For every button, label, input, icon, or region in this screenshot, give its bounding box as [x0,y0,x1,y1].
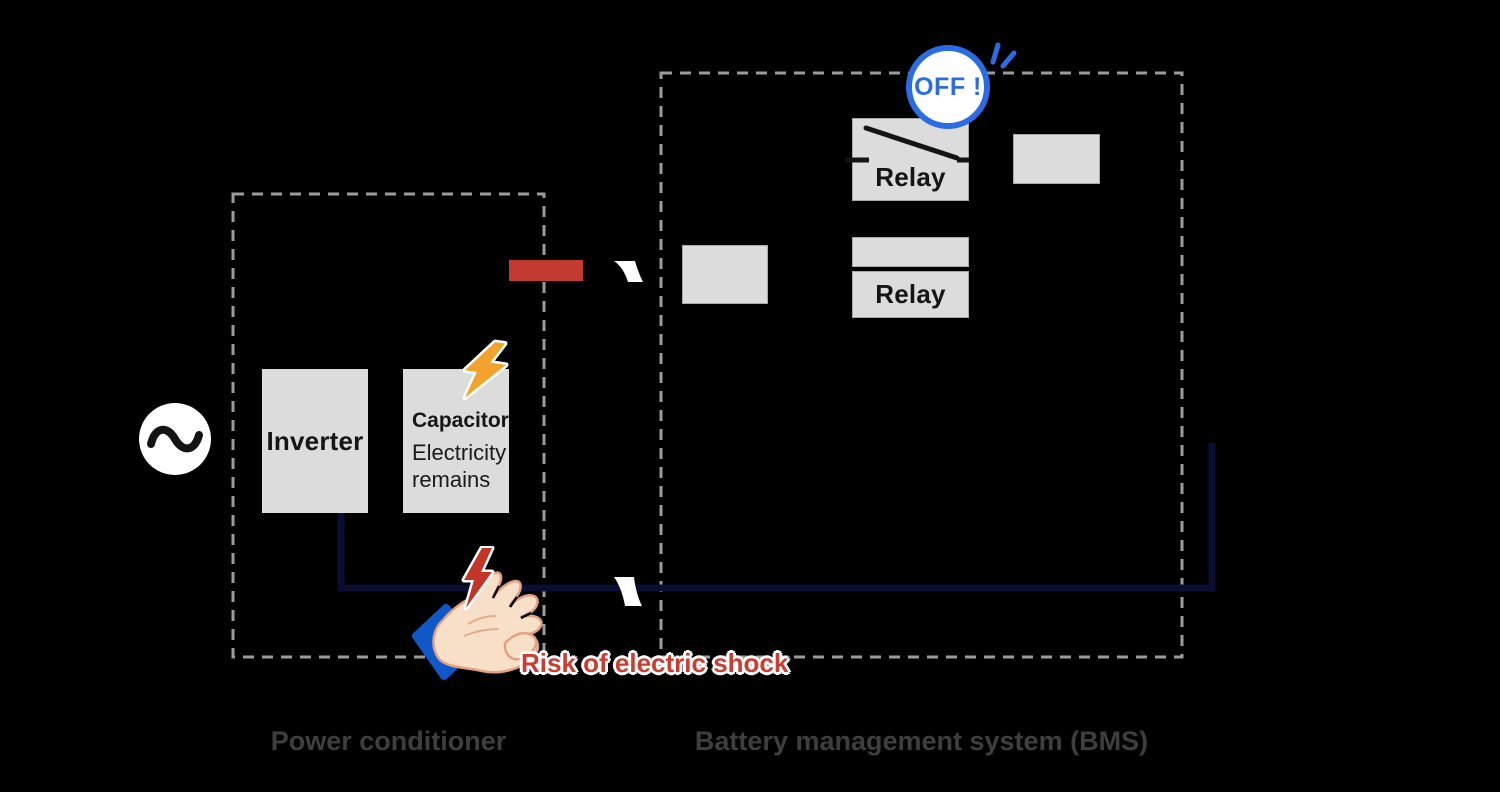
bms-right-connector-box [1013,134,1100,184]
relay-closed-contact-box [852,237,969,267]
emphasis-spark-marks-icon [990,42,1017,69]
relay-closed-box: Relay [852,271,969,318]
red-lightning-bolt-icon [461,546,495,611]
orange-lightning-bolt-icon [462,339,509,400]
off-badge: OFF ! [906,45,990,129]
capacitor-title: Capacitor [412,409,509,432]
inverter-box: Inverter [262,369,368,513]
capacitor-note-line1: Electricity [412,440,507,465]
red-terminal-block [509,260,583,281]
risk-warning-text: Risk of electric shock [521,648,789,678]
bms-left-connector-box [682,245,768,304]
capacitor-box: Capacitor Electricity remains [403,369,509,513]
power-conditioner-label: Power conditioner [270,726,507,756]
white-curved-arrow-icon-bottom [614,577,642,606]
relay-closed-label: Relay [875,279,946,309]
power-conditioner-dashed-boundary [231,192,546,659]
capacitor-note-line2: remains [412,466,491,492]
bms-label: Battery management system (BMS) [694,726,1149,756]
ac-sine-wave-icon [139,403,211,475]
open-switch-symbol [846,125,969,163]
relay-open-label: Relay [875,162,946,192]
reaching-hand-icon [412,546,543,680]
inverter-label: Inverter [266,425,364,456]
thumb [503,631,538,661]
white-curved-arrow-icon-top [614,261,643,282]
dc-wire [337,443,1216,592]
